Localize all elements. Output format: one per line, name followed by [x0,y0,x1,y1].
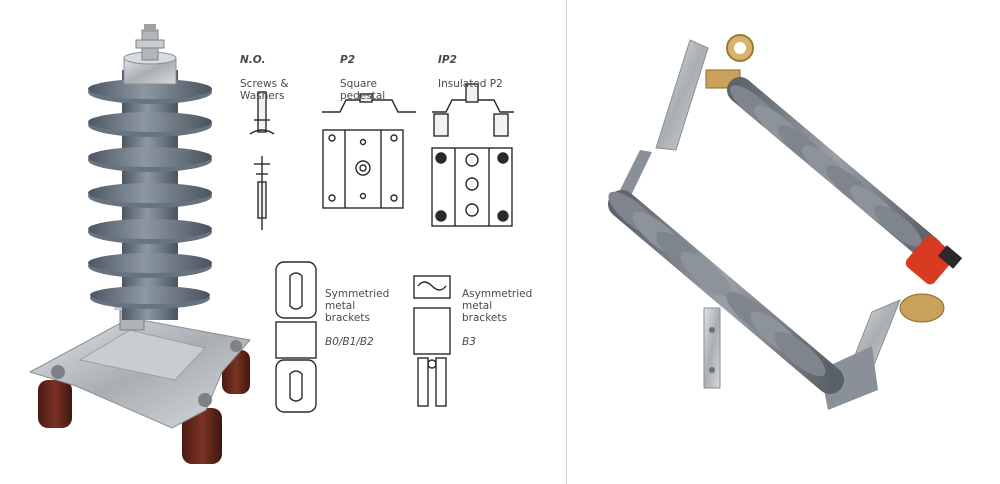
option-label-symmetric: Symmetried metal brackets B0/B1/B2 [325,276,389,360]
insulator-sheds [88,79,212,309]
option-code: IP2 [438,54,457,66]
mounting-options-diagram [249,83,514,413]
option-name: Square pedestal [340,78,386,102]
upper-insulator [727,77,943,263]
option-name: Symmetried metal brackets [325,288,390,324]
option-label-ip2: IP2 Insulated P2 [438,42,503,102]
option-code: B0/B1/B2 [325,336,374,348]
square-pedestal-drawing [322,93,416,209]
option-name: Asymmetried metal brackets [462,288,533,324]
option-code: B3 [462,336,476,348]
option-name: Insulated P2 [438,78,503,90]
surge-arrester-photo [28,24,251,464]
option-code: N.O. [240,54,266,66]
asymmetric-brackets-drawing [413,275,451,407]
image-divider [566,0,567,484]
screws-washers-drawing [249,91,275,230]
option-label-screws: N.O. Screws & Washers [240,42,289,114]
fuse-cutout-photo [608,34,963,410]
option-name: Screws & Washers [240,78,289,102]
symmetric-brackets-drawing [275,261,317,413]
option-label-p2: P2 Square pedestal [340,42,385,114]
insulated-pedestal-drawing [431,83,514,227]
option-code: P2 [340,54,356,66]
lower-insulator [608,190,844,394]
option-label-asymmetric: Asymmetried metal brackets B3 [462,276,532,360]
